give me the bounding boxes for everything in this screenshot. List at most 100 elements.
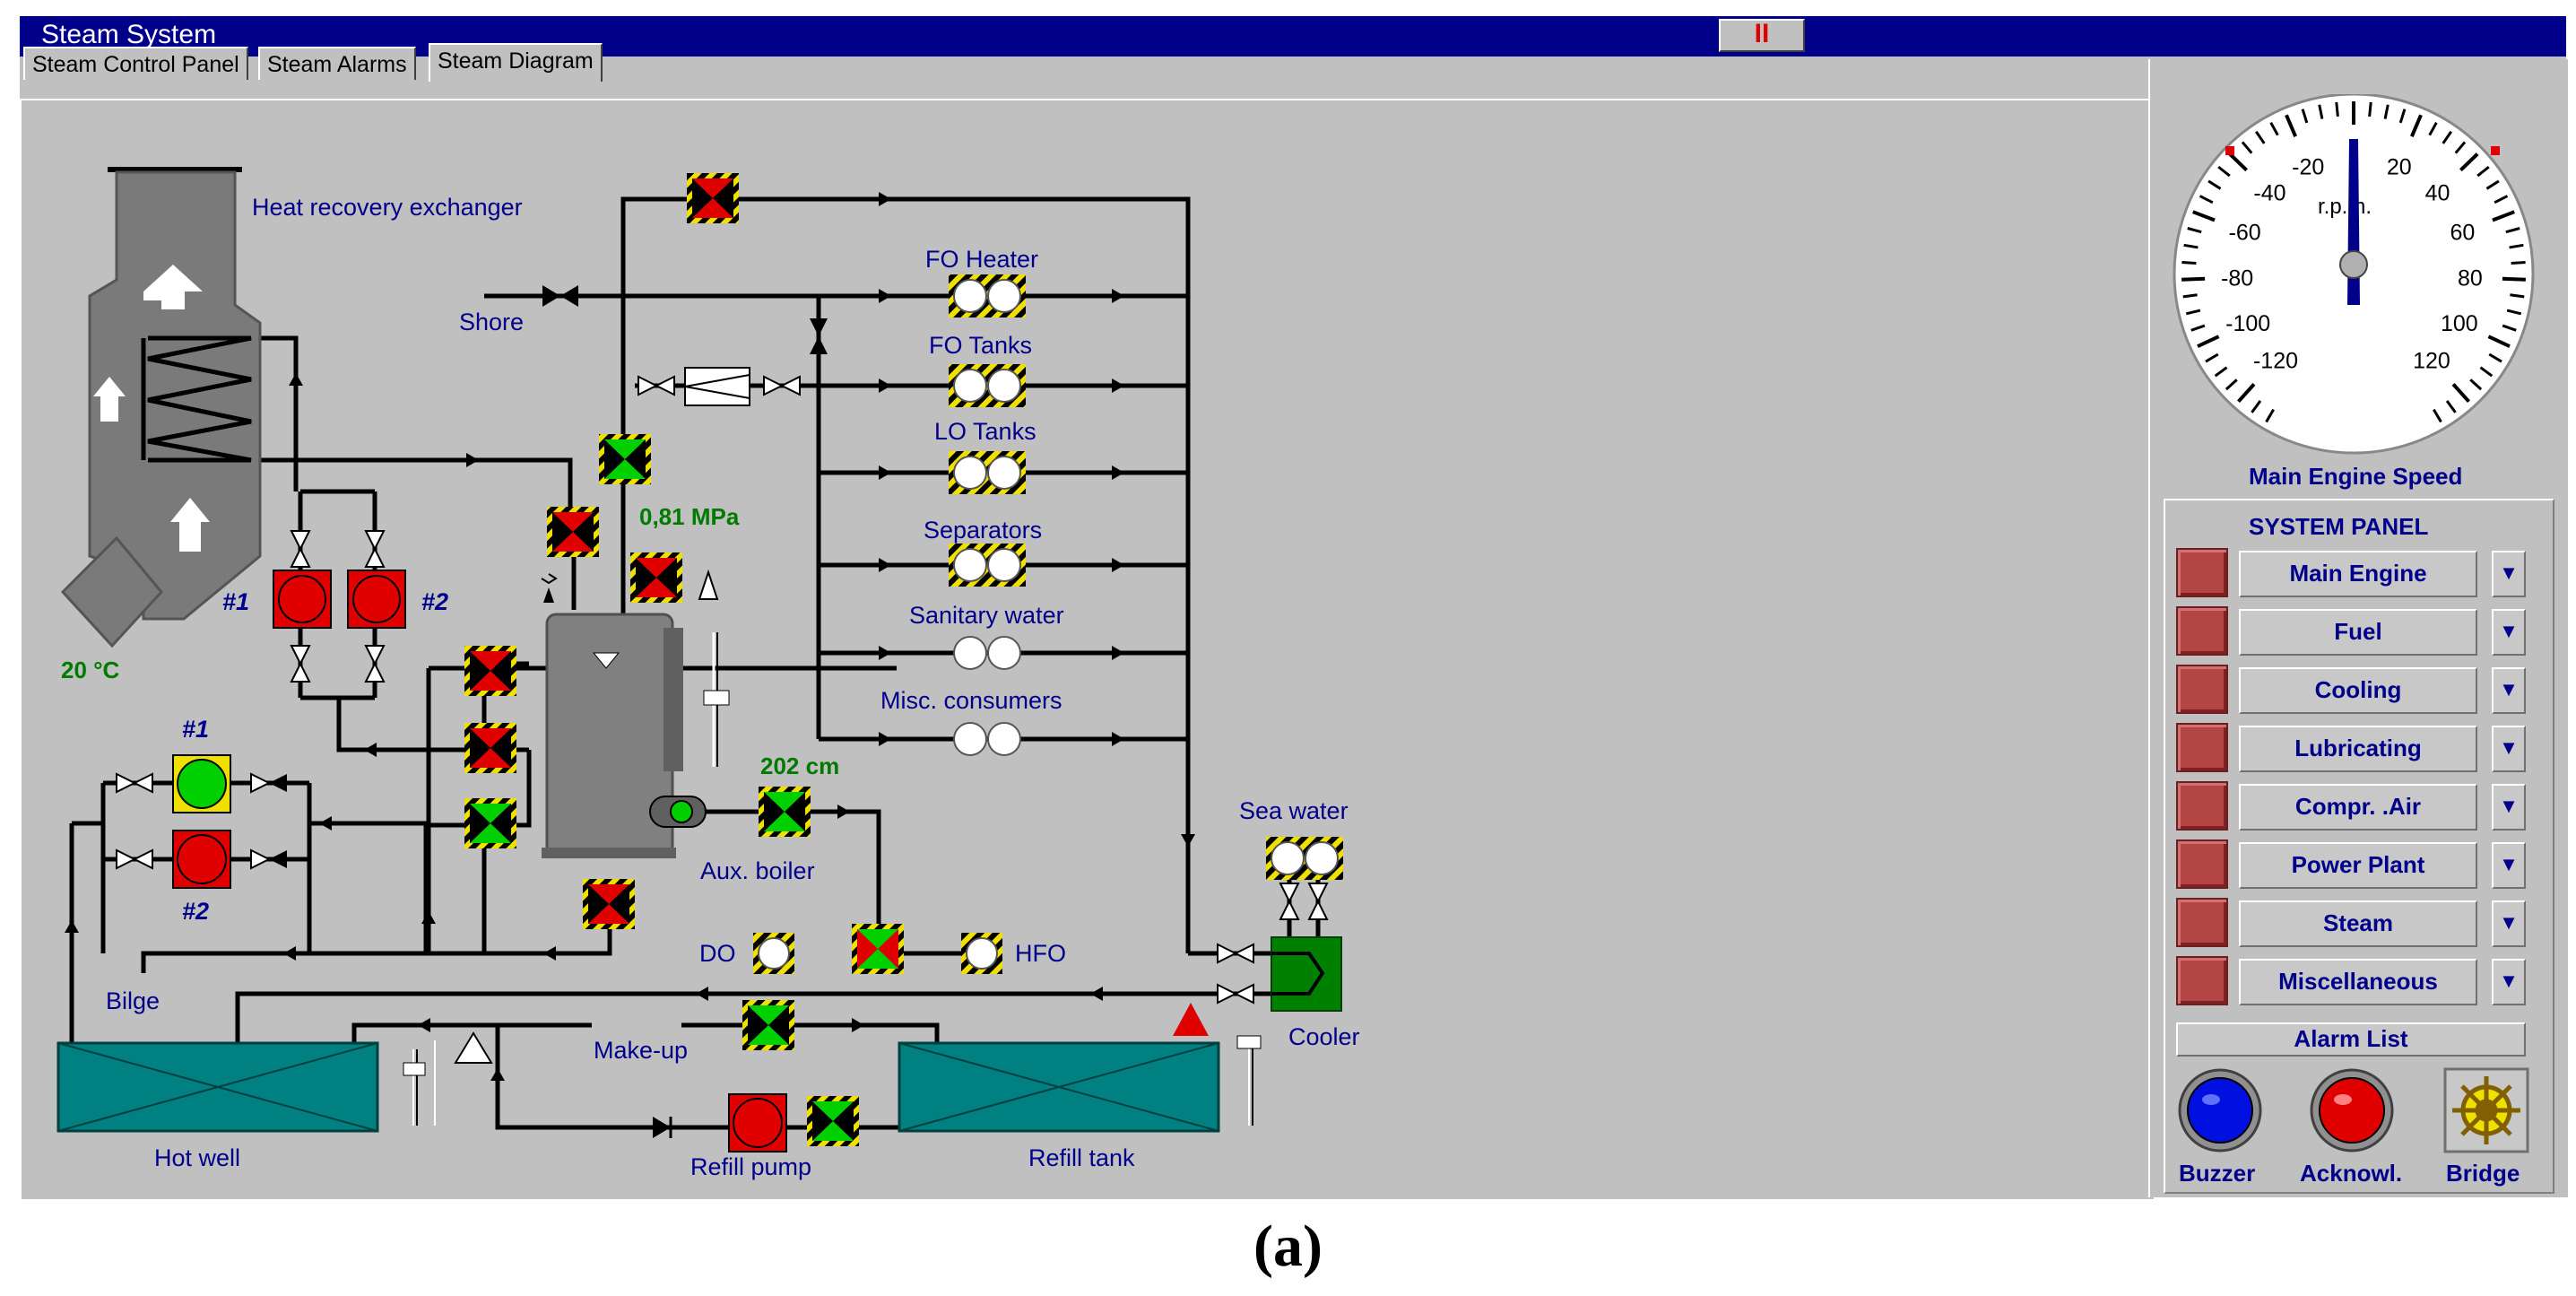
circ-pump-1[interactable] [273,570,332,629]
dropdown-fuel[interactable]: ▼ [2492,609,2526,656]
feed-pump-1[interactable] [172,754,231,813]
tab-steam-diagram[interactable]: Steam Diagram [429,43,603,82]
dropdown-main-engine[interactable]: ▼ [2492,551,2526,597]
gauge-tick-label: -120 [2253,349,2298,374]
sea-water-valve[interactable] [1266,837,1343,880]
gauge-tick-label: -80 [2221,266,2253,291]
gauge-tick [2335,101,2339,117]
heat-recovery-exchanger [60,167,262,648]
sys-btn-compr-air[interactable]: Compr. .Air [2239,784,2477,831]
gauge-tick [2502,276,2526,282]
hot-well-tank [56,1041,379,1133]
gauge-tick [2197,335,2220,348]
gauge-tick [2502,324,2517,332]
valve-heat-recovery-out[interactable] [547,507,599,557]
dropdown-steam[interactable]: ▼ [2492,900,2526,947]
valve-fuel-select[interactable] [852,924,904,974]
valve-boiler-in-3[interactable] [464,798,516,848]
pressure-reducer[interactable] [637,318,828,406]
consumer-separators[interactable] [949,544,1026,587]
valve-boiler-in-1[interactable] [464,646,516,696]
consumer-sanitary[interactable] [953,636,1021,670]
gauge-tick [2492,210,2515,222]
gauge-tick [2301,109,2309,124]
sys-btn-steam[interactable]: Steam [2239,900,2477,947]
sys-btn-miscellaneous[interactable]: Miscellaneous [2239,959,2477,1005]
consumer-fo-tanks[interactable] [949,364,1026,407]
acknowledge-button[interactable] [2309,1067,2395,1153]
dropdown-compr-air[interactable]: ▼ [2492,784,2526,831]
sys-btn-fuel[interactable]: Fuel [2239,609,2477,656]
cooler-valves[interactable] [1217,883,1329,1005]
steam-diagram: Heat recovery exchanger 20 °C Shore [56,167,1360,1180]
tab-steam-alarms[interactable]: Steam Alarms [258,47,416,80]
dropdown-power-plant[interactable]: ▼ [2492,842,2526,889]
valve-boiler-steam[interactable] [599,434,651,484]
shore-label: Shore [459,309,524,335]
boiler-level-slider[interactable] [698,569,730,767]
label-separators: Separators [924,517,1042,544]
sys-btn-main-engine[interactable]: Main Engine [2239,551,2477,597]
acknowl-label: Acknowl. [2300,1160,2403,1187]
sys-btn-cooling[interactable]: Cooling [2239,667,2477,714]
gauge-tick [2181,260,2197,265]
fuel-do-valve[interactable] [753,933,794,974]
refill-tank [898,1041,1220,1133]
gauge-tick [2451,383,2470,404]
refill-pump[interactable] [728,1093,787,1152]
refill-level-slider[interactable] [1236,1035,1262,1126]
system-panel [2164,499,2554,1194]
consumer-misc[interactable] [953,722,1021,756]
gauge-tick [2510,293,2525,299]
consumer-lo-tanks[interactable] [949,451,1026,494]
valve-refill[interactable] [807,1096,859,1146]
gauge-tick [2199,195,2214,204]
pause-button[interactable]: II [1719,19,1805,52]
refill-pump-label: Refill pump [690,1153,811,1180]
gauge-tick [2217,165,2231,178]
figure-caption: (a) [1253,1213,1323,1279]
valve-safety[interactable] [630,552,682,603]
valve-boiler-drain[interactable] [583,879,635,929]
circ-pump-2[interactable] [347,570,406,629]
dropdown-lubricating[interactable]: ▼ [2492,726,2526,772]
alarm-list-button[interactable]: Alarm List [2176,1022,2526,1057]
valve-steam-top[interactable] [687,173,739,223]
gauge-tick-label: 60 [2450,220,2475,245]
valve-boiler-in-2[interactable] [464,723,516,773]
shore-valve[interactable] [542,285,578,307]
gauge-tick [2433,408,2442,423]
label-fo-tanks: FO Tanks [929,332,1032,359]
feed-valves[interactable] [116,772,287,870]
gauge-tick [2485,179,2500,190]
indicator-main-engine [2176,548,2228,597]
sys-btn-lubricating[interactable]: Lubricating [2239,726,2477,772]
aux-boiler[interactable] [542,613,707,858]
circ-valves[interactable] [290,530,386,683]
gauge-tick [2255,130,2266,144]
gauge-tick [2469,378,2483,391]
cooler [1271,936,1342,1012]
pressure-readout: 0,81 MPa [639,503,740,530]
dropdown-miscellaneous[interactable]: ▼ [2492,959,2526,1005]
bridge-button[interactable] [2443,1067,2529,1153]
gauge-tick [2182,293,2198,299]
consumer-fo-heater[interactable] [949,274,1026,317]
buzzer-label: Buzzer [2179,1160,2256,1187]
gauge-tick [2506,309,2522,316]
indicator-steam [2176,898,2228,947]
valve-make-up[interactable] [742,1000,794,1050]
sys-btn-power-plant[interactable]: Power Plant [2239,842,2477,889]
buzzer-button[interactable] [2177,1067,2263,1153]
feed-pump-2[interactable] [172,830,231,889]
gauge-tick [2368,101,2372,117]
gauge-tick-label: -40 [2253,181,2285,206]
hot-well-level-slider[interactable] [403,1031,493,1126]
gauge-tick [2445,400,2457,413]
valve-aux-feed[interactable] [759,787,811,837]
fuel-hfo-valve[interactable] [961,933,1002,974]
ship-wheel-icon [2452,1076,2520,1144]
make-up-label: Make-up [594,1037,688,1064]
tab-steam-control-panel[interactable]: Steam Control Panel [23,47,248,80]
dropdown-cooling[interactable]: ▼ [2492,667,2526,714]
